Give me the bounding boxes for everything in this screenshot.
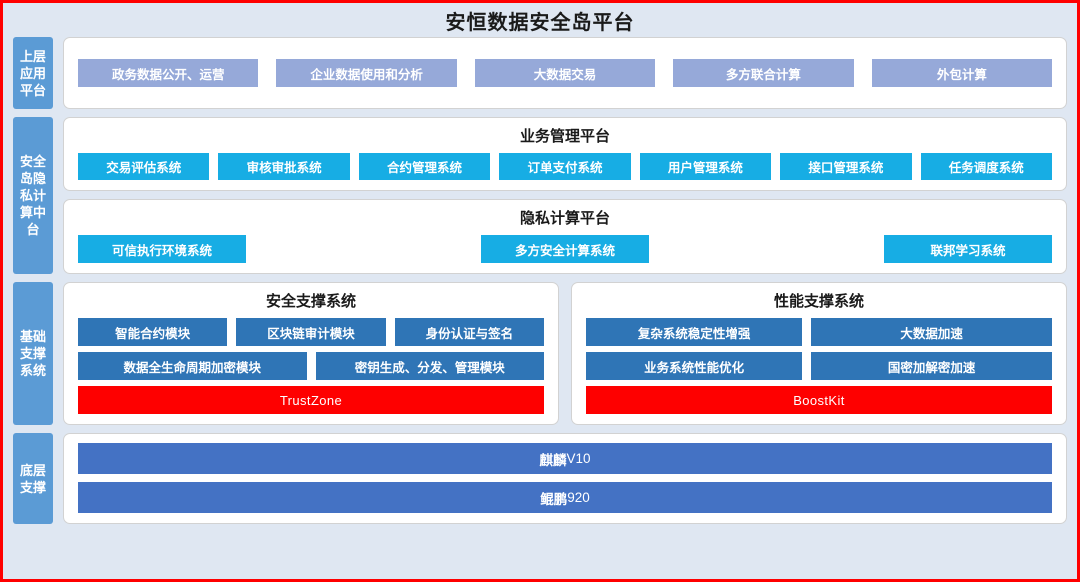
privacy-item-tee[interactable]: 可信执行环境系统 bbox=[78, 235, 246, 263]
performance-support-modules: 复杂系统稳定性增强 大数据加速 业务系统性能优化 国密加解密加速 bbox=[586, 318, 1052, 380]
security-module-smart-contract[interactable]: 智能合约模块 bbox=[78, 318, 228, 346]
sidebar-tab-label: 上层应用平台 bbox=[19, 48, 46, 98]
business-management-panel: 业务管理平台 交易评估系统 审核审批系统 合约管理系统 订单支付系统 用户管理系… bbox=[63, 117, 1067, 191]
performance-module-complex-system-stability[interactable]: 复杂系统稳定性增强 bbox=[586, 318, 803, 346]
app-item-bigdata-trading[interactable]: 大数据交易 bbox=[474, 59, 656, 87]
app-item-outsourced-computing[interactable]: 外包计算 bbox=[871, 59, 1053, 87]
layer-basic-support: 基础支撑系统 安全支撑系统 智能合约模块 区块链审计模块 身份认证与签名 bbox=[13, 282, 1067, 425]
business-item-review-approval[interactable]: 审核审批系统 bbox=[218, 153, 350, 180]
privacy-computing-title: 隐私计算平台 bbox=[519, 210, 610, 227]
page-title-bar: 安恒数据安全岛平台 bbox=[13, 3, 1067, 37]
security-support-modules: 智能合约模块 区块链审计模块 身份认证与签名 数据全生命周期加密模块 密钥生成、… bbox=[78, 318, 544, 380]
security-support-column: 安全支撑系统 智能合约模块 区块链审计模块 身份认证与签名 数据全生命周期加密模… bbox=[63, 282, 559, 425]
privacy-item-mpc[interactable]: 多方安全计算系统 bbox=[481, 235, 649, 263]
business-management-title: 业务管理平台 bbox=[519, 128, 610, 145]
performance-module-bigdata-acceleration[interactable]: 大数据加速 bbox=[811, 318, 1052, 346]
security-support-row-1: 智能合约模块 区块链审计模块 身份认证与签名 bbox=[78, 318, 544, 346]
business-item-api-management[interactable]: 接口管理系统 bbox=[780, 153, 912, 180]
foundation-item-kylin-version: V10 bbox=[566, 451, 591, 466]
business-management-items: 交易评估系统 审核审批系统 合约管理系统 订单支付系统 用户管理系统 接口管理系… bbox=[78, 153, 1052, 180]
security-module-lifecycle-encryption[interactable]: 数据全生命周期加密模块 bbox=[78, 352, 307, 380]
performance-support-row-1: 复杂系统稳定性增强 大数据加速 bbox=[586, 318, 1052, 346]
business-item-user-management[interactable]: 用户管理系统 bbox=[639, 153, 772, 180]
sidebar-tab-label: 安全岛隐私计算中台 bbox=[19, 154, 46, 237]
foundation-item-kunpeng-name: 鲲鹏 bbox=[540, 491, 568, 507]
app-item-enterprise-data[interactable]: 企业数据使用和分析 bbox=[276, 59, 457, 87]
performance-support-footer-boostkit[interactable]: BoostKit bbox=[586, 386, 1052, 414]
security-module-identity-signature[interactable]: 身份认证与签名 bbox=[394, 318, 544, 346]
sidebar-tab-application-platform[interactable]: 上层应用平台 bbox=[13, 37, 53, 109]
app-item-government-data[interactable]: 政务数据公开、运营 bbox=[78, 59, 259, 87]
foundation-item-kunpeng-version: 920 bbox=[567, 490, 590, 505]
sidebar-tab-label: 底层支撑 bbox=[19, 462, 46, 495]
security-support-title: 安全支撑系统 bbox=[265, 293, 356, 310]
security-support-panel: 安全支撑系统 智能合约模块 区块链审计模块 身份认证与签名 数据全生命周期加密模… bbox=[63, 282, 559, 425]
privacy-computing-items: 可信执行环境系统 多方安全计算系统 联邦学习系统 bbox=[78, 235, 1052, 263]
app-item-multiparty-computing[interactable]: 多方联合计算 bbox=[673, 59, 854, 87]
sidebar-tab-label: 基础支撑系统 bbox=[19, 329, 46, 378]
business-item-order-payment[interactable]: 订单支付系统 bbox=[499, 153, 631, 180]
foundation-item-kunpeng[interactable]: 鲲鹏 920 bbox=[78, 482, 1052, 513]
page-title: 安恒数据安全岛平台 bbox=[445, 11, 635, 34]
security-support-footer-trustzone[interactable]: TrustZone bbox=[78, 386, 544, 414]
layer-privacy-midplatform: 安全岛隐私计算中台 业务管理平台 交易评估系统 审核审批系统 合约管理系统 订单… bbox=[13, 117, 1067, 274]
layer-application-body: 政务数据公开、运营 企业数据使用和分析 大数据交易 多方联合计算 外包计算 bbox=[63, 37, 1067, 109]
foundation-item-kylin-name: 麒麟 bbox=[539, 452, 567, 468]
privacy-item-federated-learning[interactable]: 联邦学习系统 bbox=[884, 235, 1052, 263]
privacy-computing-panel: 隐私计算平台 可信执行环境系统 多方安全计算系统 联邦学习系统 bbox=[63, 199, 1067, 274]
performance-support-panel: 性能支撑系统 复杂系统稳定性增强 大数据加速 业务系统性能优化 国密加解密加速 bbox=[571, 282, 1067, 425]
security-support-row-2: 数据全生命周期加密模块 密钥生成、分发、管理模块 bbox=[78, 352, 544, 380]
sidebar-tab-basic-support[interactable]: 基础支撑系统 bbox=[13, 282, 53, 425]
layer-privacy-body: 业务管理平台 交易评估系统 审核审批系统 合约管理系统 订单支付系统 用户管理系… bbox=[63, 117, 1067, 274]
layer-basic-support-body: 安全支撑系统 智能合约模块 区块链审计模块 身份认证与签名 数据全生命周期加密模… bbox=[63, 282, 1067, 425]
performance-module-sm-crypto-acceleration[interactable]: 国密加解密加速 bbox=[811, 352, 1052, 380]
application-panel: 政务数据公开、运营 企业数据使用和分析 大数据交易 多方联合计算 外包计算 bbox=[63, 37, 1067, 109]
business-item-contract-management[interactable]: 合约管理系统 bbox=[358, 153, 491, 180]
business-item-task-scheduling[interactable]: 任务调度系统 bbox=[920, 153, 1052, 180]
performance-support-column: 性能支撑系统 复杂系统稳定性增强 大数据加速 业务系统性能优化 国密加解密加速 bbox=[571, 282, 1067, 425]
layer-application-platform: 上层应用平台 政务数据公开、运营 企业数据使用和分析 大数据交易 多方联合计算 … bbox=[13, 37, 1067, 109]
business-item-trade-evaluation[interactable]: 交易评估系统 bbox=[78, 153, 210, 180]
sidebar-tab-privacy-midplatform[interactable]: 安全岛隐私计算中台 bbox=[13, 117, 53, 274]
performance-module-business-optimization[interactable]: 业务系统性能优化 bbox=[586, 352, 803, 380]
security-module-blockchain-audit[interactable]: 区块链审计模块 bbox=[236, 318, 386, 346]
performance-support-row-2: 业务系统性能优化 国密加解密加速 bbox=[586, 352, 1052, 380]
sidebar-tab-foundation-support[interactable]: 底层支撑 bbox=[13, 433, 53, 524]
security-module-key-management[interactable]: 密钥生成、分发、管理模块 bbox=[315, 352, 544, 380]
performance-support-title: 性能支撑系统 bbox=[773, 293, 864, 310]
support-systems-row: 安全支撑系统 智能合约模块 区块链审计模块 身份认证与签名 数据全生命周期加密模… bbox=[63, 282, 1067, 425]
